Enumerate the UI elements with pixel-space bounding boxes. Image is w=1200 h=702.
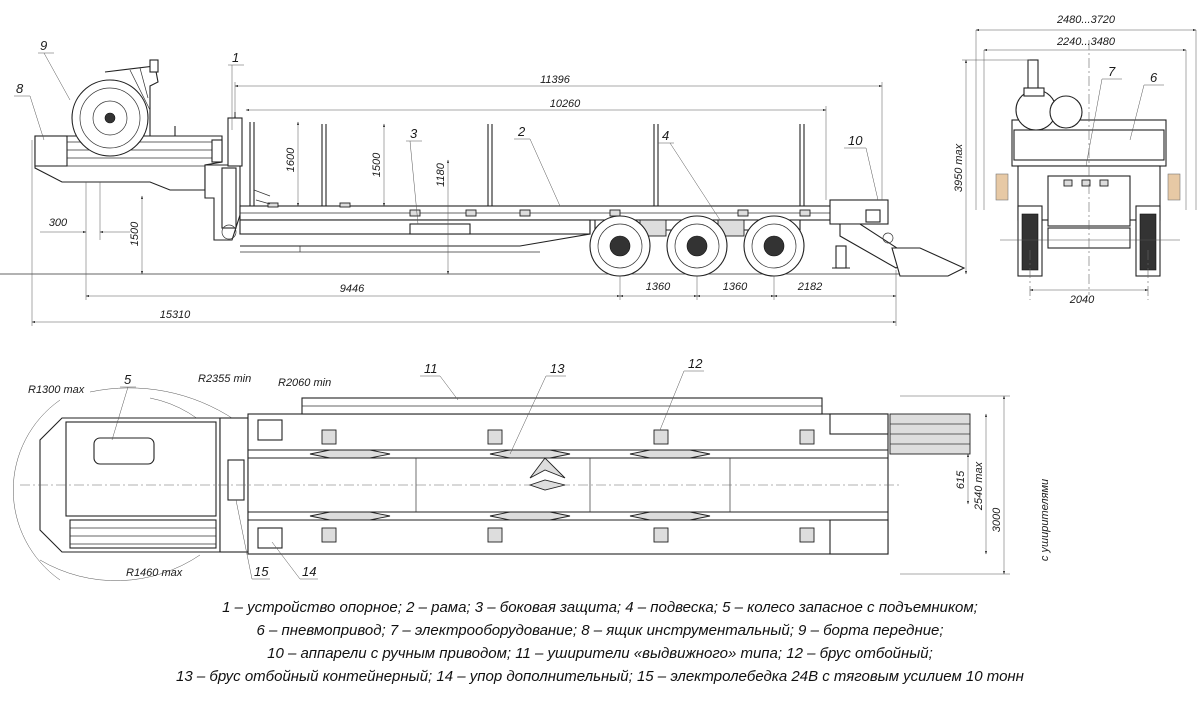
callout-10: 10 [848,133,863,148]
dim-half-width: 615 [955,470,967,489]
spare-wheel-top [93,437,155,465]
dim-r1300: R1300 max [28,384,85,396]
callout-7: 7 [1108,64,1116,79]
dim-overall-length: 15310 [160,309,191,321]
callout-6: 6 [1150,70,1158,85]
ramps [829,199,966,277]
deck-top [247,413,889,555]
suspension [589,215,805,277]
dim-stake-1500: 1500 [371,152,383,177]
dim-rear-width-extended: 2480...3720 [1056,14,1116,26]
side-dimensions: 11396 10260 1600 1500 1180 300 1500 [31,74,897,326]
dim-rear-width-inner: 2240...3480 [1056,36,1116,48]
support-device [227,117,243,167]
callout-13: 13 [550,361,565,376]
legend-line-1: 1 – устройство опорное; 2 – рама; 3 – бо… [222,599,978,616]
dim-width-extended-note: с уширителями [1039,479,1051,561]
callout-3: 3 [410,126,418,141]
dim-width-max: 2540 max [973,461,985,511]
callout-1: 1 [232,50,239,65]
dim-r2355: R2355 min [198,373,251,385]
tool-box [34,135,68,167]
legend-line-2: 6 – пневмопривод; 7 – электрооборудовани… [256,622,944,639]
dim-stake-1600: 1600 [285,147,297,172]
dim-r2060: R2060 min [278,377,331,389]
dim-deck-height: 1180 [435,162,447,187]
callout-4: 4 [662,128,669,143]
callout-12: 12 [688,356,703,371]
dim-track: 2040 [1069,294,1095,306]
side-callouts: 9 8 1 3 2 4 10 [14,38,879,225]
legend-line-4: 13 – брус отбойный контейнерный; 14 – уп… [176,668,1024,685]
dim-width-extended: 3000 [991,507,1003,532]
callout-15: 15 [254,564,269,579]
callout-9: 9 [40,38,47,53]
callout-5: 5 [124,372,132,387]
rear-view: 2480...3720 2240...3480 3950 max 2040 7 … [953,14,1197,306]
dim-gooseneck-height: 1500 [129,221,141,246]
side-view: 11396 10260 1600 1500 1180 300 1500 [0,38,966,326]
technical-drawing: 11396 10260 1600 1500 1180 300 1500 [0,14,1197,581]
callout-8: 8 [16,81,24,96]
frame [239,122,841,253]
top-view: 3000 с уширителями 2540 max 615 R1300 ma… [13,356,1051,581]
legend: 1 – устройство опорное; 2 – рама; 3 – бо… [0,596,1200,688]
callout-14: 14 [302,564,316,579]
legend-line-3: 10 – аппарели с ручным приводом; 11 – уш… [267,645,933,662]
dim-offset-300: 300 [49,217,68,229]
dim-overall-frame: 11396 [540,74,571,86]
callout-11: 11 [424,361,438,376]
dim-deck-length: 10260 [550,98,581,110]
dim-kingpin-axle: 9446 [340,283,365,295]
side-protection [409,223,471,235]
dim-r1460: R1460 max [126,567,183,579]
dim-height-max: 3950 max [953,143,965,192]
dim-rear-overhang: 2182 [797,281,822,293]
gooseneck [34,59,243,241]
dim-axle-2: 1360 [723,281,748,293]
dim-axle-1: 1360 [646,281,671,293]
callout-2: 2 [517,124,526,139]
